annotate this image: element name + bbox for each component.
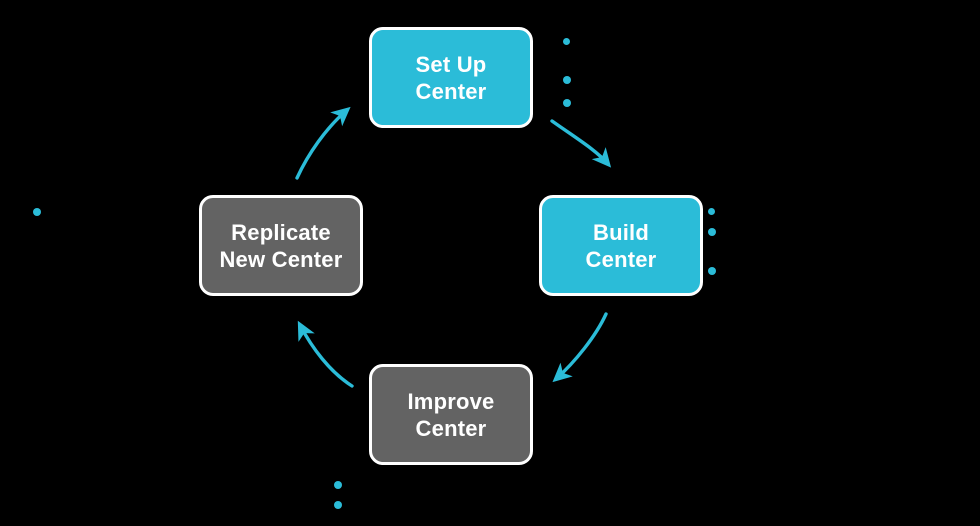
connector-build-to-improve: [552, 312, 608, 383]
node-replicate-new-center-label: Replicate New Center: [219, 219, 343, 272]
dot-left-1: [33, 208, 41, 216]
dot-build-1: [708, 208, 715, 215]
connector-improve-to-replicate: [297, 320, 354, 388]
dot-setup-3: [563, 99, 571, 107]
dot-bottom-2: [334, 501, 342, 509]
connector-setup-to-build: [550, 119, 612, 168]
connector-replicate-to-setup: [295, 106, 351, 180]
node-improve-center-label: Improve Center: [407, 388, 495, 441]
node-build-center[interactable]: Build Center: [539, 195, 703, 296]
dot-build-2: [708, 228, 716, 236]
node-replicate-new-center[interactable]: Replicate New Center: [199, 195, 363, 296]
dot-build-3: [708, 267, 716, 275]
node-improve-center[interactable]: Improve Center: [369, 364, 533, 465]
dot-setup-2: [563, 76, 571, 84]
dot-bottom-1: [334, 481, 342, 489]
dot-setup-1: [563, 38, 570, 45]
node-set-up-center-label: Set Up Center: [415, 51, 487, 104]
node-set-up-center[interactable]: Set Up Center: [369, 27, 533, 128]
node-build-center-label: Build Center: [585, 219, 657, 272]
